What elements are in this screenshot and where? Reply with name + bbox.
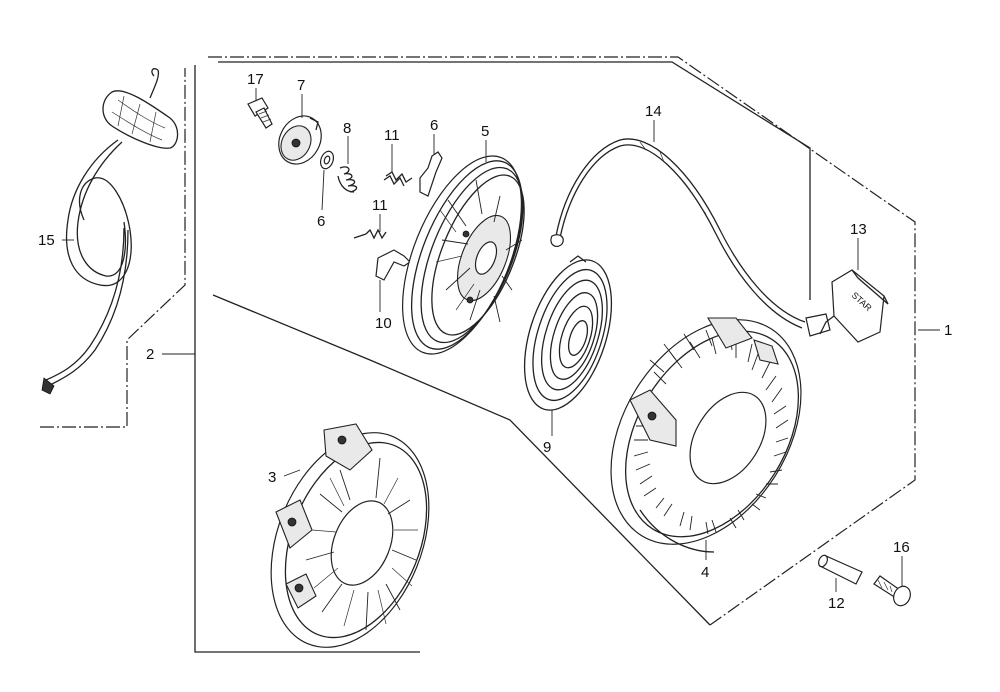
assembly-boundary-1 [208, 56, 916, 626]
callout-14: 15 [38, 232, 55, 249]
part-11-spring-upper [383, 171, 413, 187]
part-10-recoil-spring [523, 255, 613, 411]
part-3-starter-case [270, 423, 430, 648]
part-17-collar [818, 554, 863, 585]
callout-labels: 17 7 8 11 6 5 14 6 11 13 15 10 1 2 9 3 1… [38, 71, 952, 612]
callout-9: 8 [343, 120, 351, 137]
callout-17: 12 [828, 595, 845, 612]
part-13-rope [550, 138, 831, 337]
callout-15: 17 [247, 71, 264, 88]
callout-8: 7 [297, 77, 305, 94]
part-5-reel [402, 155, 525, 355]
part-6-pawl-lower [375, 249, 411, 281]
assembly-boundary-2 [40, 65, 420, 653]
starter-rope-with-grip [41, 68, 179, 395]
callout-11-lower: 11 [372, 197, 388, 214]
leader-lines [62, 88, 940, 592]
part-8-ratchet-cap [278, 115, 322, 165]
callout-1: 1 [944, 322, 952, 339]
callout-6-lower: 10 [375, 315, 392, 332]
callout-5: 5 [481, 123, 489, 140]
part-12-starter-handle: STAR [819, 269, 889, 343]
callout-3: 3 [268, 469, 276, 486]
callout-4: 4 [701, 564, 709, 581]
part-4-starter-cover [610, 317, 802, 553]
callout-2: 2 [146, 346, 154, 363]
callout-6-upper: 6 [430, 117, 438, 134]
part-7-washer [319, 150, 335, 170]
callout-13: 14 [645, 103, 662, 120]
callout-7: 6 [317, 213, 325, 230]
callout-16: 16 [893, 539, 910, 556]
part-9-spring [337, 166, 358, 193]
part-6-pawl-upper [419, 151, 443, 197]
part-11-spring-lower [353, 228, 387, 240]
callout-11-upper: 11 [384, 127, 400, 144]
callout-12: 13 [850, 221, 867, 238]
part-15-bolt [247, 97, 273, 129]
part-16-bolt [873, 575, 911, 607]
callout-10: 9 [543, 439, 551, 456]
